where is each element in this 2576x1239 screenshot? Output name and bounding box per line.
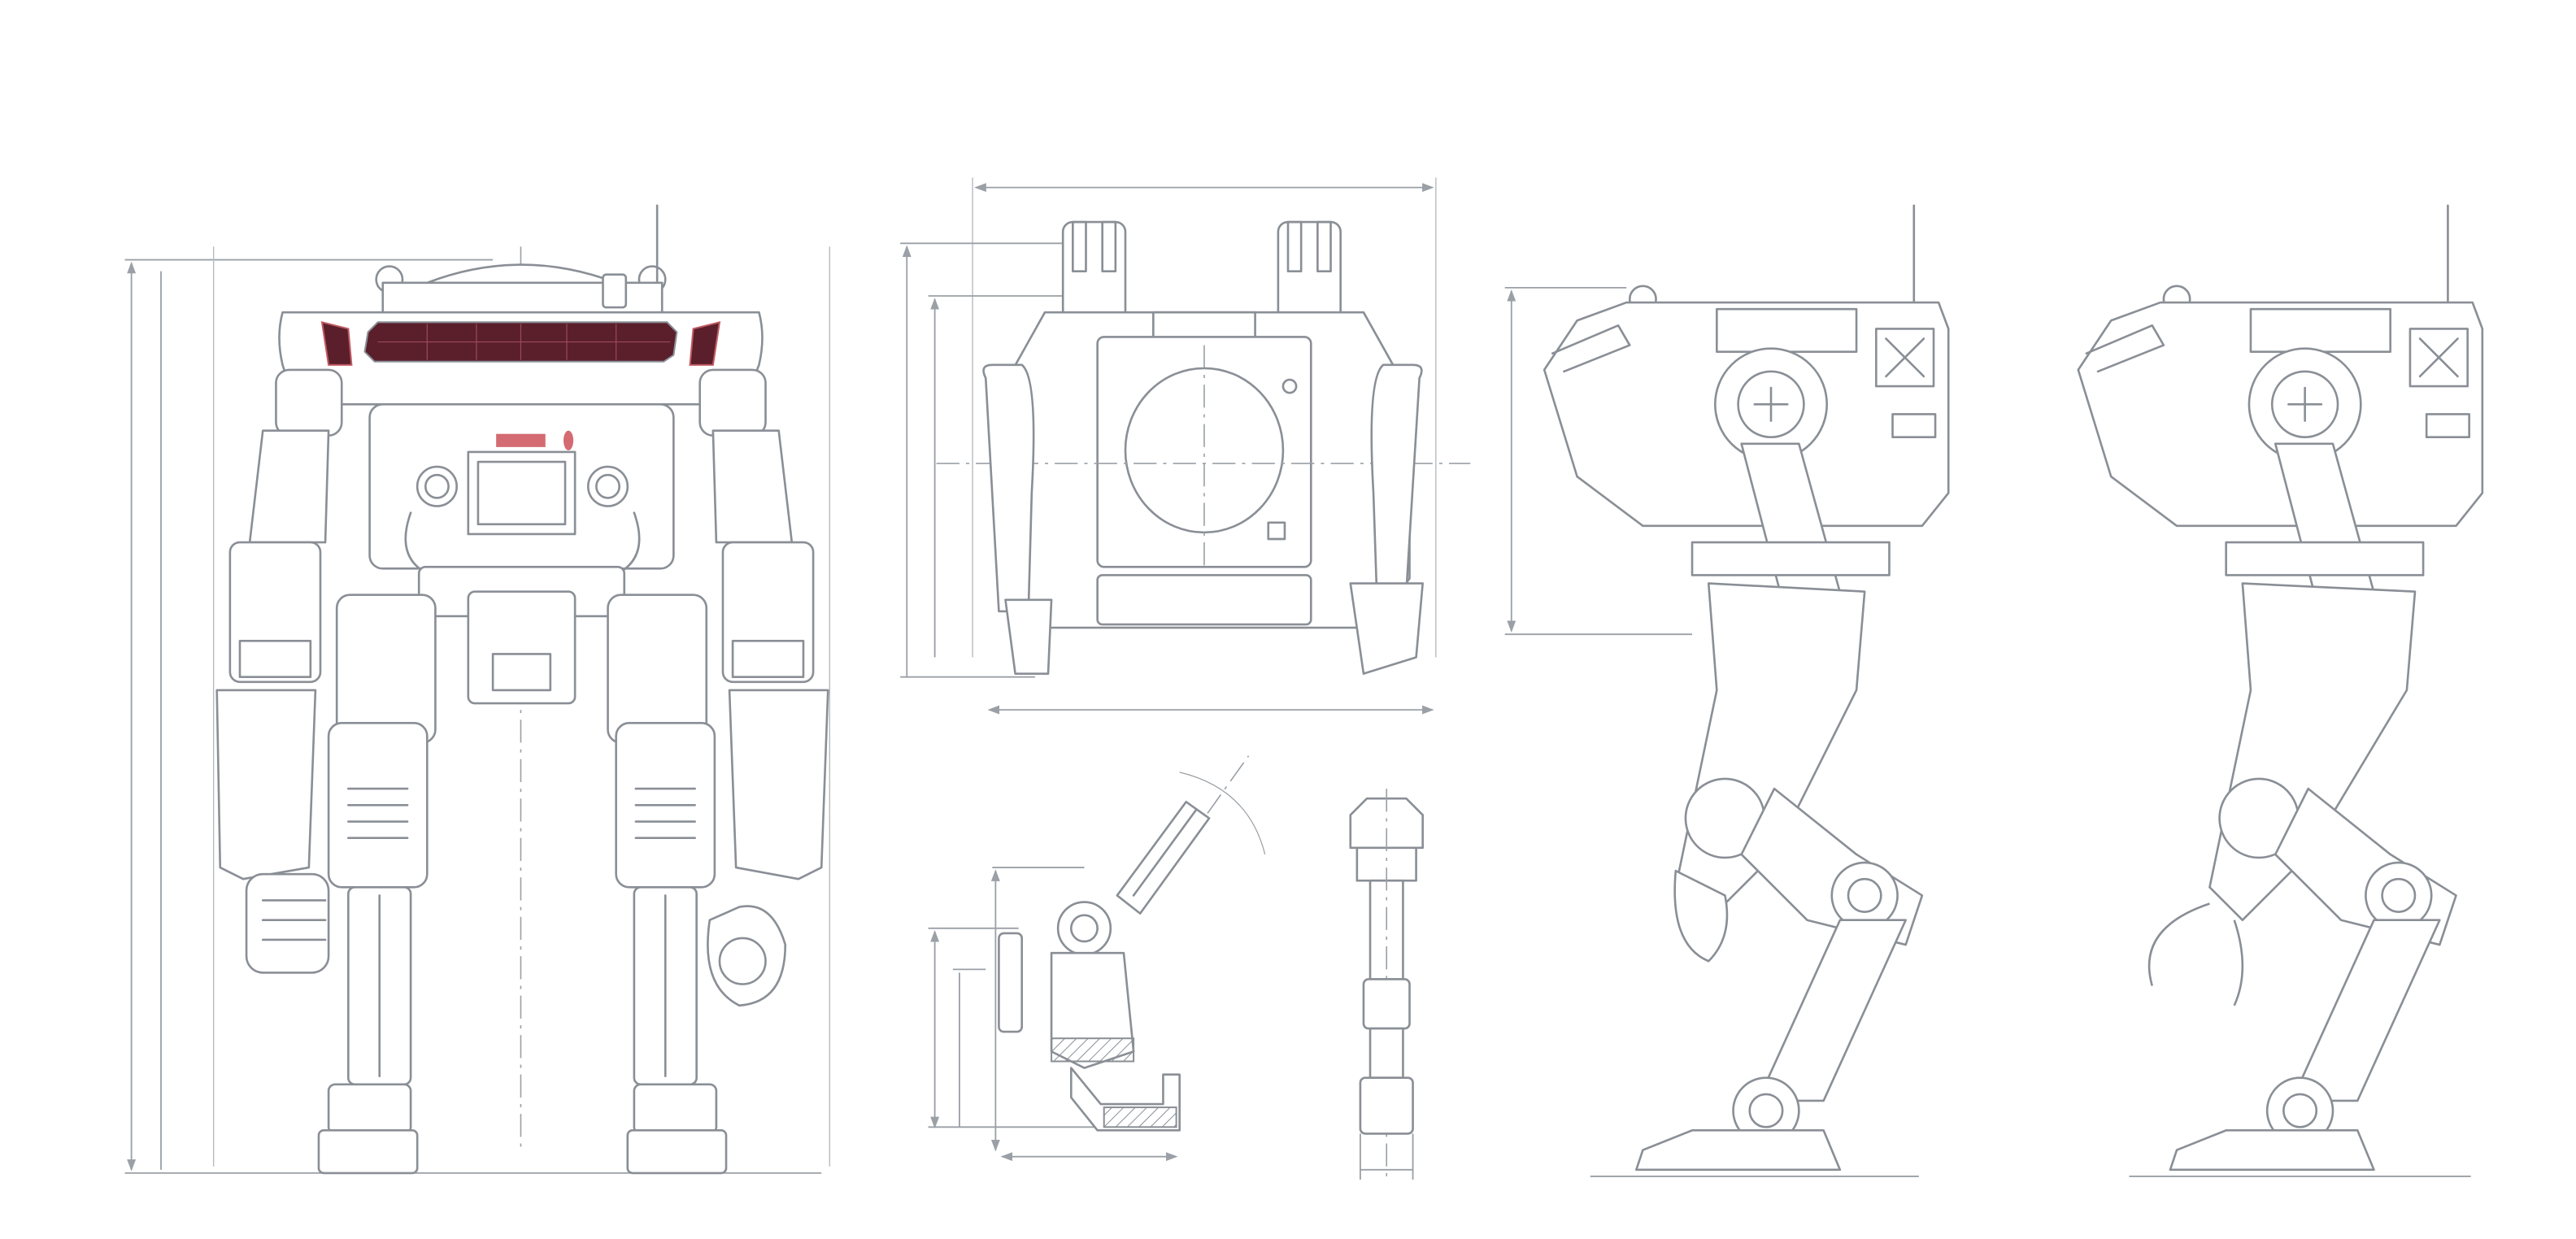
left-lamp [320,320,353,366]
indicator-dot [564,430,574,450]
front-torso [368,403,675,705]
front-left-leg [317,593,437,1175]
top-view [900,177,1471,715]
front-right-arm [698,368,829,1007]
side-view-2 [2077,204,2484,1177]
indicator-bar [496,433,546,447]
right-lamp [689,320,721,366]
front-right-leg [607,593,728,1175]
arm-side-detail [928,755,1266,1162]
front-dimension-lines [124,246,831,1174]
top-dimension-lines [900,177,1437,715]
arm-front-detail [1349,789,1424,1180]
front-left-arm [215,368,343,974]
front-head [278,204,764,406]
side-view-1 [1504,204,1950,1177]
front-view [124,204,831,1175]
